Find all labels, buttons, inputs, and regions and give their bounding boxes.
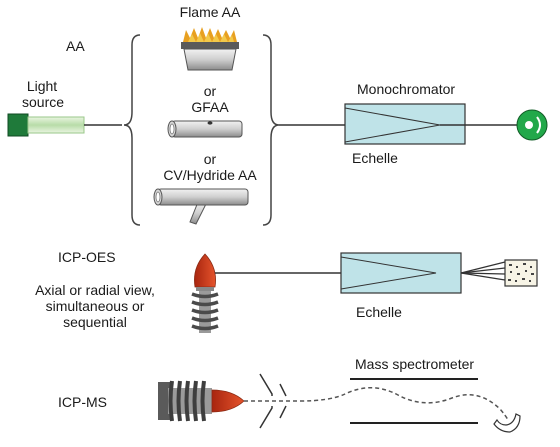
icp-oes-torch-icon bbox=[191, 253, 219, 333]
ion-detector-icon bbox=[493, 413, 521, 433]
view-mode-label: Axial or radial view, simultaneous or se… bbox=[20, 282, 170, 330]
aa-section-label: AA bbox=[66, 38, 85, 54]
gfaa-label: GFAA bbox=[191, 99, 229, 115]
right-brace bbox=[262, 34, 280, 226]
view-mode-line1: Axial or radial view, bbox=[35, 282, 155, 298]
flame-aa-label: Flame AA bbox=[179, 4, 241, 20]
mass-spectrometer-label: Mass spectrometer bbox=[355, 356, 475, 372]
hydride-aa-label: CV/Hydride AA bbox=[163, 167, 257, 183]
monochromator-label: Monochromator bbox=[357, 81, 456, 97]
aa-monochromator-box bbox=[344, 103, 466, 145]
view-mode-line2: simultaneous or bbox=[45, 298, 145, 314]
or-label-2: or bbox=[203, 151, 217, 167]
oes-echelle-label: Echelle bbox=[356, 304, 402, 320]
detector-icon bbox=[516, 109, 548, 141]
view-mode-line3: sequential bbox=[63, 314, 127, 330]
flame-burner-icon bbox=[181, 27, 239, 71]
interface-cones bbox=[259, 373, 287, 429]
light-source-label: Light source bbox=[22, 78, 65, 110]
icp-oes-label: ICP-OES bbox=[58, 249, 116, 265]
left-brace bbox=[123, 34, 141, 226]
light-source-label-line2: source bbox=[22, 94, 65, 110]
graphite-furnace-icon bbox=[167, 120, 243, 138]
oes-dispersed-lines bbox=[460, 261, 506, 281]
icp-ms-torch-icon bbox=[158, 380, 245, 422]
light-source-icon bbox=[7, 113, 85, 137]
aa-echelle-label: Echelle bbox=[352, 150, 398, 166]
light-source-label-line1: Light bbox=[26, 78, 58, 94]
oes-echelle-box bbox=[340, 252, 462, 294]
icp-ms-label: ICP-MS bbox=[58, 394, 107, 410]
or-label-1: or bbox=[203, 83, 217, 99]
array-detector-icon bbox=[504, 259, 538, 287]
hydride-cell-icon bbox=[153, 188, 249, 225]
